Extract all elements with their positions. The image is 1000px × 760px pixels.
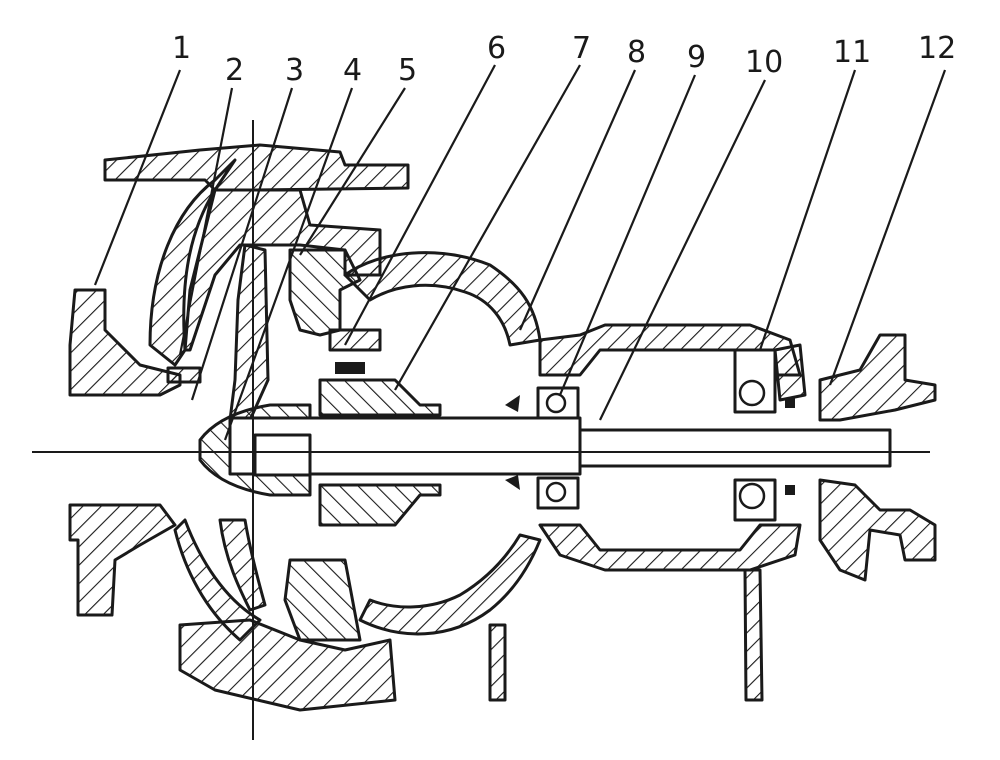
discharge-flange [103, 143, 410, 192]
leader-4 [223, 87, 354, 441]
callout-6: 6 [487, 31, 506, 66]
leader-8 [518, 69, 637, 331]
leader-10 [599, 79, 766, 421]
support-foot-right [743, 568, 764, 702]
back-cover-upper [288, 248, 362, 337]
leader-3 [190, 87, 294, 401]
ball-front-lower [545, 481, 567, 503]
shaft-end [578, 428, 892, 468]
lip-seal-upper [505, 395, 520, 412]
leader-12 [828, 69, 947, 386]
oil-seal-upper [785, 398, 795, 408]
coupling-upper [818, 333, 937, 422]
lip-seal-lower [505, 475, 520, 490]
leader-9 [558, 74, 697, 396]
bearing-housing-lower [538, 523, 802, 572]
ball-rear-lower [738, 482, 766, 510]
leader-2 [178, 87, 234, 356]
back-cover-lower [283, 558, 362, 642]
casing-foot [178, 618, 397, 712]
callout-1: 1 [172, 31, 191, 66]
ball-front-upper [545, 392, 567, 414]
bracket-arc-lower [358, 533, 542, 636]
seal-spring [335, 362, 365, 374]
callout-4: 4 [343, 53, 362, 88]
callout-2: 2 [225, 53, 244, 88]
seal-gland-upper [328, 328, 382, 352]
callout-5: 5 [398, 53, 417, 88]
seal-block-lower [318, 483, 442, 527]
callout-7: 7 [572, 31, 591, 66]
impeller-nut [253, 433, 312, 477]
leader-7 [394, 64, 581, 391]
callout-9: 9 [687, 40, 706, 75]
wear-ring [166, 366, 202, 384]
leader-6 [344, 64, 496, 346]
impeller-upper [228, 243, 270, 422]
casing-upper [183, 188, 382, 352]
callout-3: 3 [285, 53, 304, 88]
leader-1 [93, 69, 182, 286]
seal-block-upper [318, 378, 442, 417]
callout-10: 10 [745, 45, 783, 80]
oil-seal-lower [785, 485, 795, 495]
ball-rear-upper [738, 379, 766, 407]
callout-12: 12 [918, 31, 956, 66]
leader-5 [299, 87, 406, 256]
end-cover-upper [773, 343, 807, 402]
suction-flange-lower [68, 503, 177, 617]
coupling-lower [818, 478, 937, 582]
leader-11 [758, 69, 857, 351]
callout-8: 8 [627, 35, 646, 70]
callout-11: 11 [833, 35, 871, 70]
support-foot-left [488, 623, 507, 702]
